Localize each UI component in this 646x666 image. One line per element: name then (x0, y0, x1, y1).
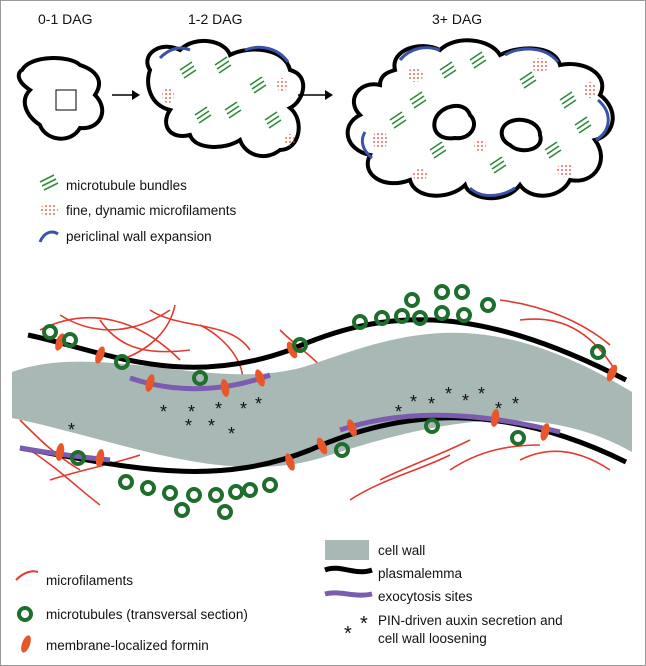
svg-text:*: * (462, 391, 469, 411)
arrow-1 (112, 90, 140, 100)
microfilament-line-icon (15, 570, 39, 581)
stage-label-0-1: 0-1 DAG (38, 11, 92, 27)
microtubule-rings (42, 284, 606, 520)
svg-text:*: * (188, 402, 195, 422)
cell-wall-icon (325, 540, 369, 560)
bottom-legend: microfilaments microtubules (transversal… (15, 540, 563, 653)
microfilament-patch-icon (40, 204, 58, 216)
exocytosis-bottom-right (339, 412, 561, 435)
svg-text:*: * (240, 399, 247, 419)
legend-periclinal: periclinal wall expansion (66, 229, 212, 244)
svg-text:*: * (445, 384, 452, 404)
cell-stage-3 (345, 38, 615, 201)
microtubule-bundle-icon (39, 174, 59, 191)
formin-icon (21, 635, 31, 653)
legend-microtubule-bundles: microtubule bundles (66, 178, 187, 193)
stage-label-1-2: 1-2 DAG (188, 11, 242, 27)
cell-wall-detail: *** *** *** *** *** ** (12, 284, 632, 520)
cell-wall-band (12, 332, 632, 468)
svg-text:*: * (208, 416, 215, 436)
formin-group (55, 333, 618, 471)
svg-text:*: * (215, 399, 222, 419)
asterisk-icon-2: * (344, 623, 352, 645)
legend-plasmalemma: plasmalemma (378, 566, 463, 581)
svg-text:*: * (478, 384, 485, 404)
stage-label-3plus: 3+ DAG (432, 11, 482, 27)
svg-text:*: * (512, 394, 519, 414)
legend-formin: membrane-localized formin (46, 638, 209, 653)
legend-microtubules: microtubules (transversal section) (46, 607, 248, 622)
legend-microfilaments-bottom: microfilaments (46, 573, 133, 588)
zoom-box (55, 89, 77, 111)
legend-exocytosis: exocytosis sites (378, 589, 473, 604)
top-legend: microtubule bundles fine, dynamic microf… (38, 174, 237, 244)
svg-text:*: * (185, 416, 192, 436)
legend-microfilaments: fine, dynamic microfilaments (66, 203, 237, 218)
plasmalemma-top (27, 317, 628, 383)
svg-text:*: * (228, 424, 235, 444)
microfilament-network (19, 299, 616, 506)
svg-text:*: * (255, 394, 262, 414)
svg-text:*: * (68, 420, 75, 440)
svg-text:*: * (428, 394, 435, 414)
arrow-2 (298, 90, 333, 100)
cell-stage-1 (16, 56, 105, 141)
exocytosis-icon (324, 590, 373, 598)
plasmalemma-icon (324, 565, 373, 575)
legend-cell-wall: cell wall (378, 543, 425, 558)
legend-pin-line2: cell wall loosening (378, 631, 487, 646)
svg-text:*: * (410, 392, 417, 412)
svg-text:*: * (495, 399, 502, 419)
legend-pin-line1: PIN-driven auxin secretion and (378, 613, 563, 628)
asterisk-icon: * (360, 613, 368, 635)
periclinal-expansion-icon (38, 230, 59, 243)
svg-text:*: * (160, 402, 167, 422)
cell-stage-2 (145, 38, 306, 159)
svg-text:*: * (395, 402, 402, 422)
auxin-asterisks: *** *** *** *** *** ** (68, 384, 519, 444)
microtubule-ring-icon (17, 606, 33, 622)
